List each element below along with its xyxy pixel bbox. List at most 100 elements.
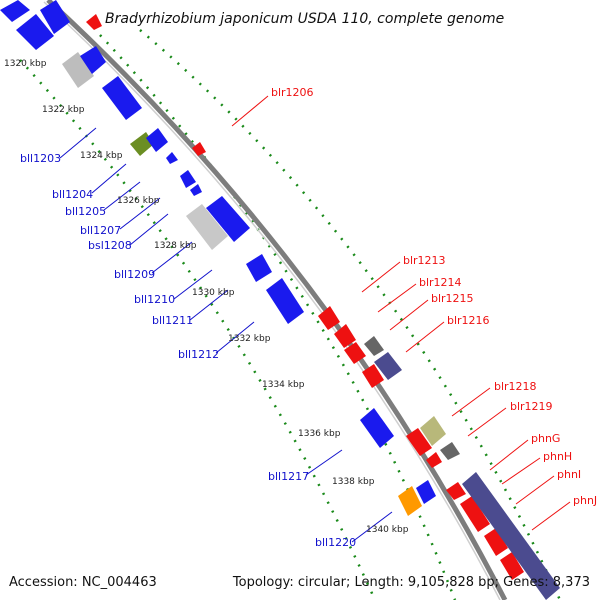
kbp-label: 1332 kbp [228,334,271,344]
gene-block[interactable] [500,552,524,580]
gene-label-phnG[interactable]: phnG [531,432,560,445]
kbp-label: 1328 kbp [154,241,197,251]
gene-block[interactable] [416,480,436,504]
gene-block[interactable] [62,52,94,88]
pointer-line [531,501,571,531]
kbp-label: 1340 kbp [366,525,409,535]
gene-label-bll1207[interactable]: bll1207 [80,224,121,237]
reverse-gene-labels: bll1203 bll1204 bll1205 bll1207 bsl1208 bll12… [20,152,356,549]
pointer-line [189,289,229,321]
gene-label-bll1211[interactable]: bll1211 [152,314,193,327]
gene-label-blr1218[interactable]: blr1218 [494,380,537,393]
gene-block[interactable] [362,364,384,388]
kbp-label: 1330 kbp [192,288,235,298]
gene-block[interactable] [102,76,142,120]
pointer-line [215,321,255,354]
inner-ruler-line [19,59,377,600]
kbp-label: 1322 kbp [42,105,85,115]
gene-block[interactable] [344,342,366,364]
gene-block[interactable] [40,0,70,34]
gene-block[interactable] [318,306,340,330]
pointer-line [59,127,97,159]
kbp-label: 1338 kbp [332,477,375,487]
gene-label-bll1220[interactable]: bll1220 [315,536,356,549]
gene-block[interactable] [180,170,196,188]
genome-backbone-highlight [43,1,501,600]
gene-block[interactable] [440,442,460,460]
pointer-line [91,163,127,194]
genome-backbone [46,0,508,600]
gene-block[interactable] [166,152,178,164]
gene-block[interactable] [186,204,228,250]
gene-block[interactable] [360,408,394,448]
gene-label-phnJ[interactable]: phnJ [573,494,597,507]
gene-block[interactable] [420,416,446,446]
pointer-line [173,269,213,300]
gene-label-bll1203[interactable]: bll1203 [20,152,61,165]
kbp-label: 1336 kbp [298,429,341,439]
gene-label-phnI[interactable]: phnI [557,468,581,481]
kbp-label: 1326 kbp [117,196,160,206]
gene-label-blr1214[interactable]: blr1214 [419,276,462,289]
gene-block[interactable] [364,336,384,356]
gene-label-bll1212[interactable]: bll1212 [178,348,219,361]
gene-block[interactable] [192,142,206,156]
forward-gene-labels: blr1206 blr1213 blr1214 blr1215 blr1216 blr12… [271,86,597,507]
pointer-line [305,449,343,476]
kbp-label: 1320 kbp [4,59,47,69]
gene-block[interactable] [206,196,250,242]
kbp-label: 1334 kbp [262,380,305,390]
gene-label-bll1209[interactable]: bll1209 [114,268,155,281]
gene-block[interactable] [398,486,422,516]
label-pointers [59,95,571,543]
pointer-line [103,181,141,211]
gene-block[interactable] [0,0,30,22]
kbp-label: 1324 kbp [80,151,123,161]
map-title: Bradyrhizobium japonicum USDA 110, compl… [105,11,504,27]
gene-label-bll1204[interactable]: bll1204 [52,188,93,201]
gene-block[interactable] [460,496,490,532]
gene-label-bsl1208[interactable]: bsl1208 [88,239,132,252]
forward-strand-genes [86,14,560,600]
pointer-line [467,407,507,437]
pointer-line [405,321,445,353]
gene-label-bll1205[interactable]: bll1205 [65,205,106,218]
gene-block[interactable] [462,472,560,600]
gene-label-bll1210[interactable]: bll1210 [134,293,175,306]
gene-block[interactable] [86,14,102,30]
gene-label-blr1219[interactable]: blr1219 [510,400,553,413]
pointer-line [351,511,393,543]
gene-block[interactable] [426,452,442,468]
gene-block[interactable] [374,352,402,380]
pointer-line [451,387,491,417]
gene-block[interactable] [446,482,466,500]
gene-block[interactable] [190,184,202,196]
pointer-line [231,95,269,127]
pointer-line [377,283,417,313]
pointer-line [129,213,169,246]
kbp-scale: 1320 kbp 1322 kbp 1324 kbp 1326 kbp 1328 kbp… [4,59,409,535]
pointer-line [361,261,401,293]
gene-label-phnH[interactable]: phnH [543,450,572,463]
gene-block[interactable] [146,128,168,152]
reverse-strand-genes [0,0,436,516]
gene-block[interactable] [266,278,304,324]
pointer-line [515,475,555,505]
gene-label-blr1206[interactable]: blr1206 [271,86,314,99]
gene-block[interactable] [16,14,54,50]
gene-block[interactable] [334,324,356,348]
pointer-line [489,439,529,471]
gene-block[interactable] [484,528,508,556]
gene-block[interactable] [246,254,272,282]
gene-block[interactable] [406,428,432,456]
pointer-line [501,457,541,485]
gene-block[interactable] [80,46,106,74]
gene-label-blr1215[interactable]: blr1215 [431,292,474,305]
gene-label-blr1216[interactable]: blr1216 [447,314,490,327]
gene-label-bll1217[interactable]: bll1217 [268,470,309,483]
genome-summary-text: Topology: circular; Length: 9,105,828 bp… [232,575,590,590]
pointer-line [151,241,193,274]
pointer-line [389,299,429,331]
gene-label-blr1213[interactable]: blr1213 [403,254,446,267]
